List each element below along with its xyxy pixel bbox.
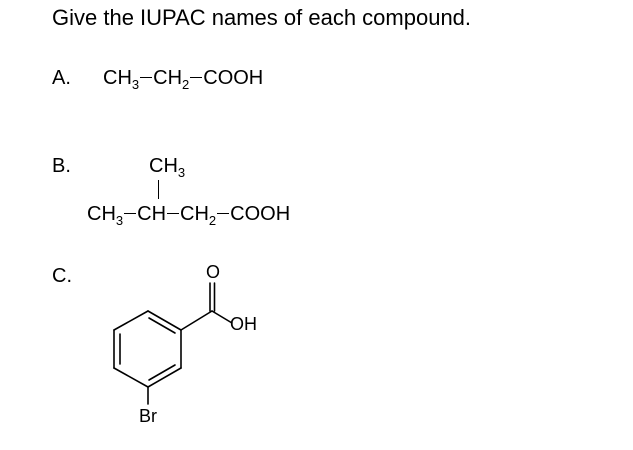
- group: COOH: [230, 203, 291, 225]
- bond: [217, 213, 230, 215]
- item-c-label: C.: [52, 265, 72, 287]
- item-b-branch: CH3: [149, 155, 186, 180]
- group: CH: [137, 203, 167, 225]
- group: COOH: [203, 67, 264, 89]
- subscript: 3: [131, 77, 140, 92]
- item-a-label: A.: [52, 67, 71, 89]
- subscript: 3: [177, 165, 186, 180]
- group: CH: [103, 67, 132, 89]
- question-title: Give the IUPAC names of each compound.: [52, 5, 472, 30]
- hydroxyl-group: OH: [230, 314, 257, 334]
- subscript: 2: [182, 77, 190, 92]
- carbonyl-oxygen: O: [206, 262, 221, 282]
- subscript: 3: [115, 213, 124, 228]
- bond: [190, 77, 203, 79]
- bond: [167, 213, 180, 215]
- bromine-substituent: Br: [139, 406, 157, 426]
- bond: [140, 77, 153, 79]
- bond: [124, 213, 137, 215]
- branch-bond: [158, 180, 159, 199]
- group: CH: [87, 203, 116, 225]
- group: CH: [149, 155, 178, 177]
- group: CH: [180, 203, 209, 225]
- item-b-label: B.: [52, 155, 71, 177]
- group: CH: [153, 67, 183, 89]
- subscript: 2: [208, 213, 217, 228]
